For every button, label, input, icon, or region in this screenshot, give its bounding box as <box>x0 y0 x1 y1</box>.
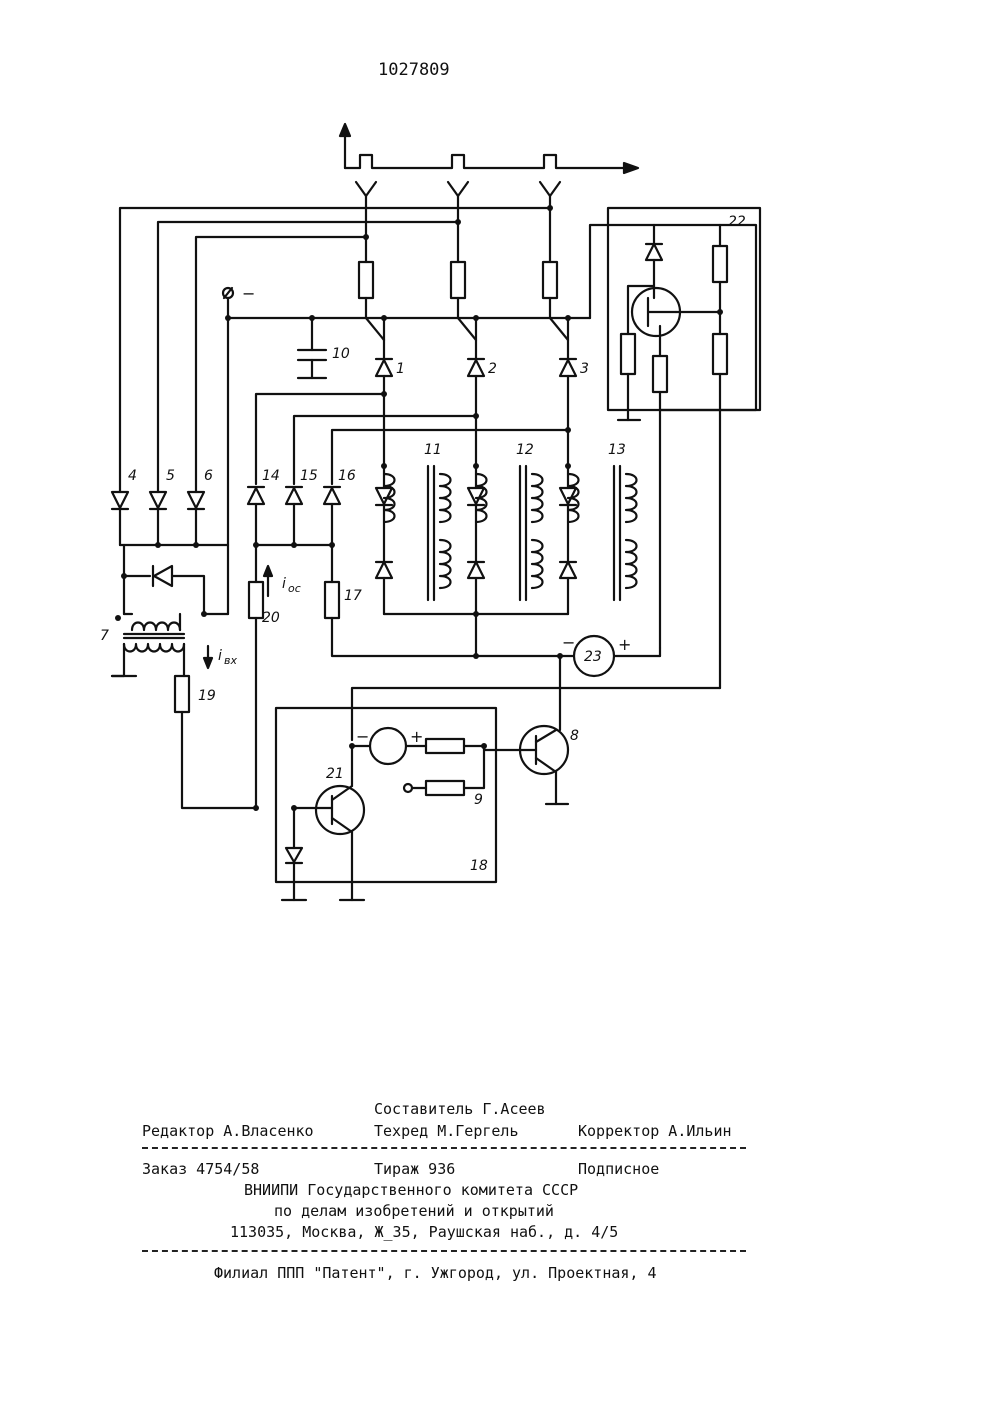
label-diode-14: 14 <box>262 468 280 484</box>
label-resistor-20: 20 <box>262 610 280 626</box>
block-18 <box>253 708 496 900</box>
resistor <box>249 582 263 618</box>
input-stage <box>112 492 256 808</box>
editor-line: Редактор А.Власенко <box>142 1122 314 1140</box>
label-transistor-21: 21 <box>326 766 344 782</box>
organization-line-1: ВНИИПИ Государственного комитета СССР <box>244 1181 578 1199</box>
resistor <box>451 262 465 298</box>
input-current-subscript: вх <box>224 654 237 667</box>
thyristors <box>376 318 576 466</box>
label-diode-4: 4 <box>128 468 137 484</box>
negative-rail <box>223 225 756 614</box>
label-block-18: 18 <box>470 858 488 874</box>
print-run-line: Тираж 936 <box>374 1160 455 1178</box>
minus-terminal-label: − <box>242 284 255 303</box>
label-resistor-17: 17 <box>344 588 362 604</box>
feedback-diodes <box>248 487 560 808</box>
label-transformer-12: 12 <box>516 442 534 458</box>
subscription-line: Подписное <box>578 1160 659 1178</box>
label-transformer-13: 13 <box>608 442 626 458</box>
label-transistor-8: 8 <box>570 728 579 744</box>
label-diode-16: 16 <box>338 468 356 484</box>
label-diode-5: 5 <box>166 468 175 484</box>
source-plus-label: + <box>410 727 423 746</box>
meter-plus-label: + <box>618 635 631 654</box>
label-meter-23: 23 <box>584 649 602 665</box>
label-thyristor-3: 3 <box>580 361 589 377</box>
resistor <box>543 262 557 298</box>
annotations: − i ос i вх − + − + <box>218 284 631 746</box>
resistor <box>359 262 373 298</box>
label-thyristor-1: 1 <box>396 361 405 377</box>
label-block-22: 22 <box>728 214 746 230</box>
label-thyristor-2: 2 <box>488 361 497 377</box>
branch-line: Филиал ППП "Патент", г. Ужгород, ул. Про… <box>214 1264 657 1282</box>
order-line: Заказ 4754/58 <box>142 1160 259 1178</box>
label-diode-15: 15 <box>300 468 318 484</box>
label-transformer-7: 7 <box>100 628 109 644</box>
label-resistor-9: 9 <box>474 792 483 808</box>
corrector-line: Корректор А.Ильин <box>578 1122 732 1140</box>
output-transformers <box>376 466 637 656</box>
label-resistor-19: 19 <box>198 688 216 704</box>
resistor <box>325 582 339 618</box>
divider-bottom <box>142 1250 746 1252</box>
techred-line: Техред М.Гергель <box>374 1122 519 1140</box>
resistor <box>175 676 189 712</box>
input-current-label: i <box>218 648 222 664</box>
block-22 <box>608 208 760 688</box>
compiler-line: Составитель Г.Асеев <box>374 1100 546 1118</box>
source-minus-label: − <box>356 727 369 746</box>
circuit-schematic: 1 2 3 4 5 6 7 8 9 10 11 12 13 14 15 16 1… <box>0 0 1000 1000</box>
feedback-current-subscript: ос <box>288 582 301 595</box>
label-capacitor-10: 10 <box>332 346 350 362</box>
label-diode-6: 6 <box>204 468 213 484</box>
feedback-current-label: i <box>282 576 286 592</box>
meter-minus-label: − <box>562 633 575 652</box>
label-transformer-11: 11 <box>424 442 442 458</box>
address-line: 113035, Москва, Ж_35, Раушская наб., д. … <box>230 1223 618 1241</box>
divider-top <box>142 1147 746 1149</box>
pulse-timing-diagram <box>340 124 638 173</box>
input-terminals <box>356 182 560 196</box>
organization-line-2: по делам изобретений и открытий <box>274 1202 554 1220</box>
